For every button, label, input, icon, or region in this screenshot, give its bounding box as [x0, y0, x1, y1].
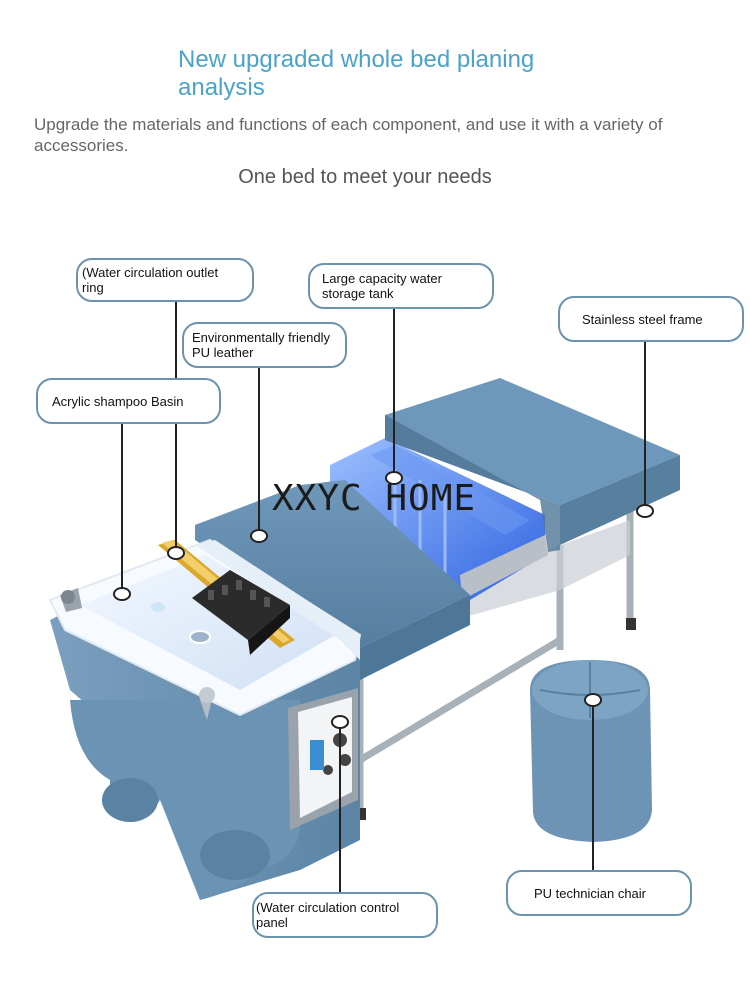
label-shampoo-basin: Acrylic shampoo Basin: [36, 378, 221, 424]
label-technician-chair: PU technician chair: [506, 870, 692, 916]
tagline: One bed to meet your needs: [238, 166, 492, 188]
page-title: New upgraded whole bed planing analysis: [178, 46, 535, 101]
shampoo-basin: [48, 538, 362, 720]
pu-leather-cushion: [195, 480, 470, 680]
label-control-panel: (Water circulation control panel: [252, 892, 438, 938]
label-outlet-ring: (Water circulation outlet ring: [76, 258, 254, 302]
water-tank: [330, 438, 548, 600]
page-subtitle: Upgrade the materials and functions of e…: [34, 115, 663, 155]
neck-rest: [192, 570, 290, 655]
technician-chair: [530, 660, 652, 842]
seat-cushion: [385, 378, 680, 552]
callout-dots: [113, 471, 654, 729]
label-steel-frame: Stainless steel frame: [558, 296, 744, 342]
label-pu-leather: Environmentally friendly PU leather: [182, 322, 347, 368]
callout-lines: [121, 302, 646, 892]
watermark-text: XXYC HOME: [272, 478, 477, 519]
label-storage-tank: Large capacity water storage tank: [308, 263, 494, 309]
bed-body: [50, 600, 360, 900]
